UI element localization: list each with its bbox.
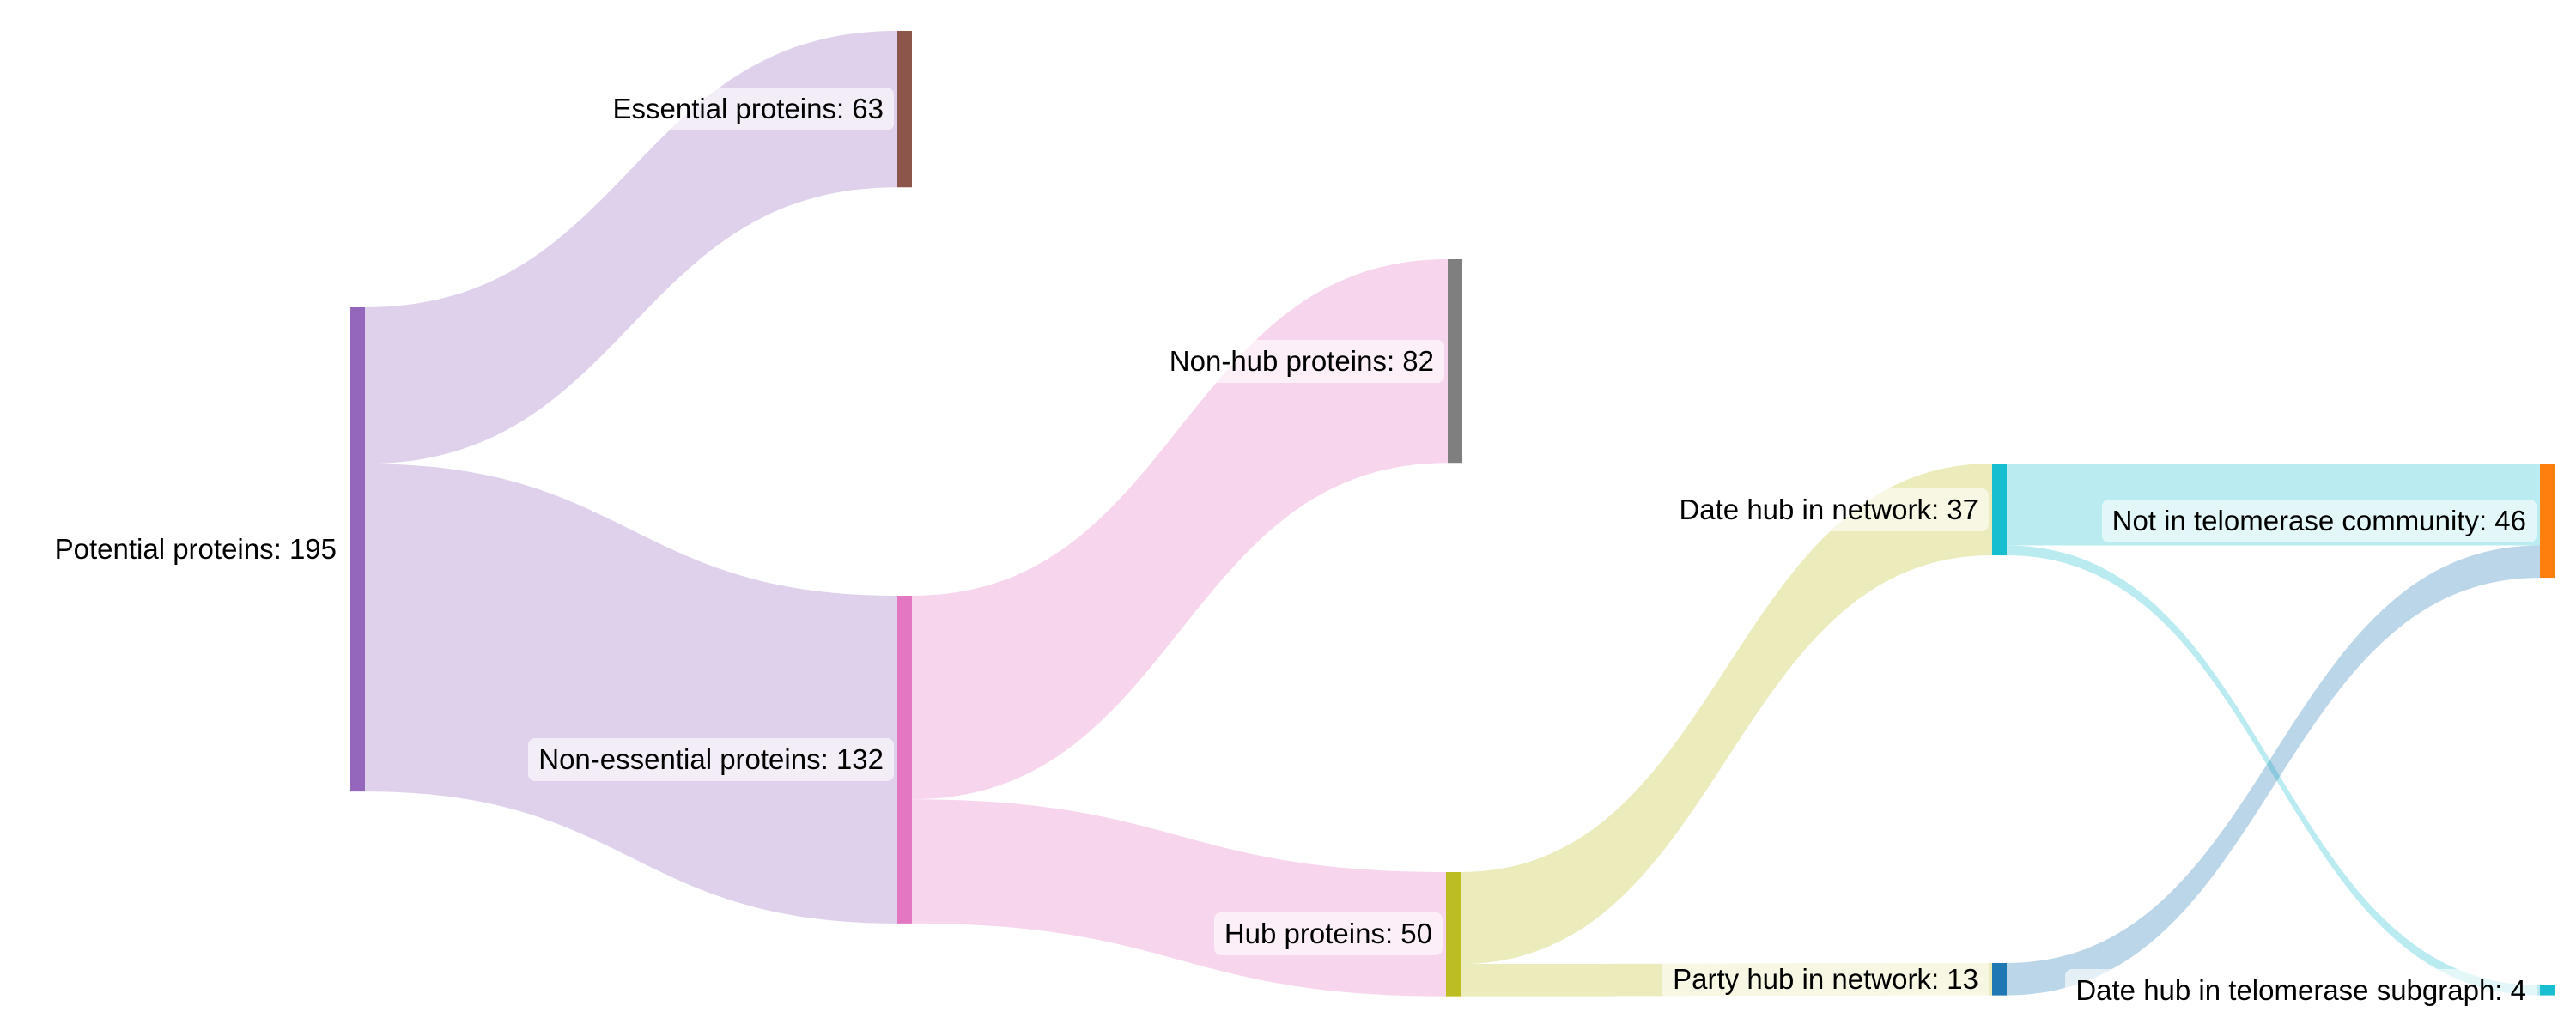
node-label-nottelo: Not in telomerase community: 46 — [2101, 499, 2537, 542]
node-label-nonessential: Non-essential proteins: 132 — [528, 737, 894, 781]
node-essential[interactable] — [897, 31, 912, 188]
node-label-potential: Potential proteins: 195 — [54, 533, 337, 566]
node-label-datetelo: Date hub in telomerase subgraph: 4 — [2065, 968, 2537, 1012]
node-nottelo[interactable] — [2540, 464, 2555, 579]
link-datehub-to-datetelo[interactable] — [2007, 545, 2540, 996]
link-potential-to-essential[interactable] — [365, 31, 897, 464]
node-label-hub: Hub proteins: 50 — [1213, 912, 1443, 956]
link-nonessential-to-hub[interactable] — [912, 799, 1446, 997]
node-label-partyhub: Party hub in network: 13 — [1662, 957, 1989, 1001]
node-partyhub[interactable] — [1992, 963, 2007, 996]
node-nonhub[interactable] — [1448, 259, 1462, 464]
nodes-layer — [350, 31, 2555, 997]
node-label-essential: Essential proteins: 63 — [602, 88, 894, 131]
node-datehub[interactable] — [1992, 464, 2007, 556]
node-nonessential[interactable] — [897, 596, 912, 924]
link-hub-to-datehub[interactable] — [1461, 464, 1992, 965]
link-potential-to-nonessential[interactable] — [365, 464, 897, 924]
link-partyhub-to-nottelo[interactable] — [2007, 545, 2540, 996]
link-nonessential-to-nonhub[interactable] — [912, 259, 1448, 800]
node-datetelo[interactable] — [2540, 985, 2555, 996]
node-hub[interactable] — [1446, 872, 1461, 997]
node-potential[interactable] — [350, 307, 365, 792]
node-label-nonhub: Non-hub proteins: 82 — [1158, 339, 1444, 383]
node-label-datehub: Date hub in network: 37 — [1668, 488, 1989, 531]
